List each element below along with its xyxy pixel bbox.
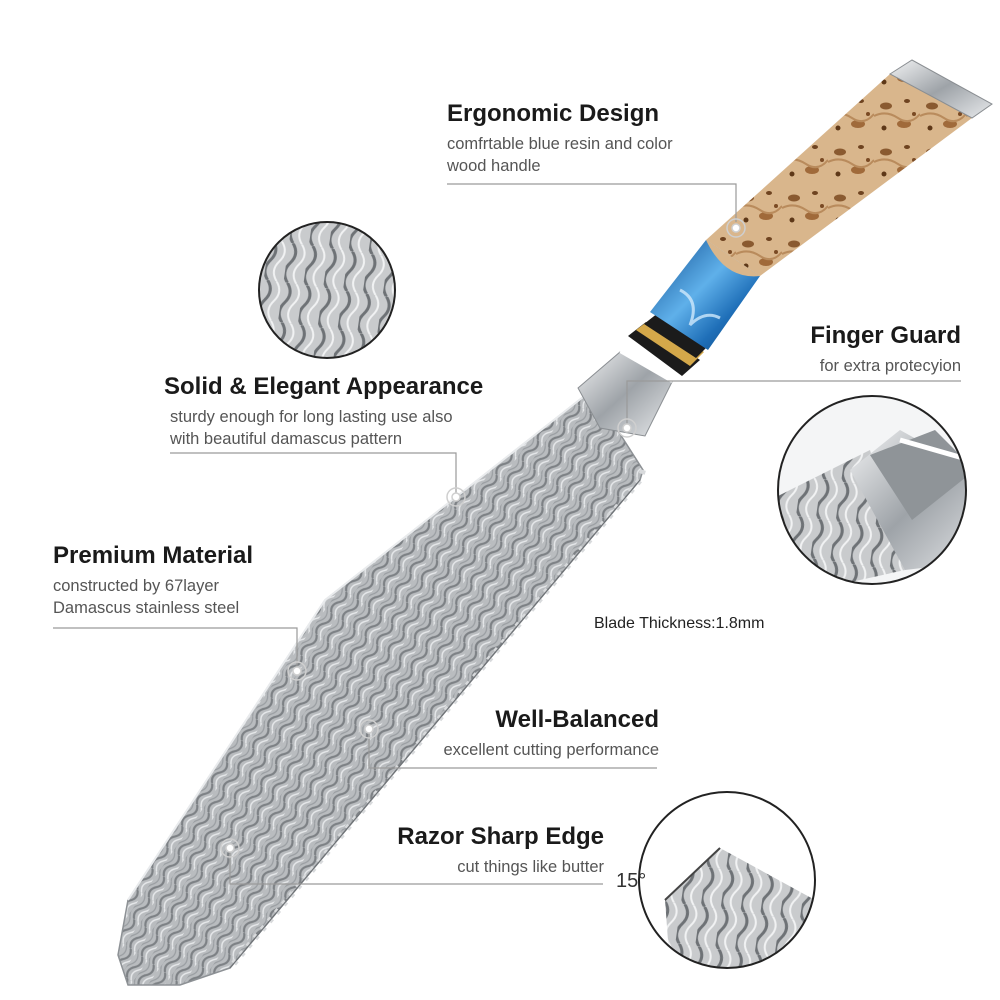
feature-description: excellent cutting performance (443, 739, 659, 761)
feature-well-balanced: Well-Balanced excellent cutting performa… (443, 706, 659, 761)
edge-zoom-circle (638, 791, 816, 969)
feature-description-line: cut things like butter (457, 857, 604, 876)
feature-description-line: sturdy enough for long lasting use also (170, 407, 453, 426)
feature-description: sturdy enough for long lasting use also … (170, 406, 483, 451)
feature-description-line: with beautiful damascus pattern (170, 430, 403, 449)
feature-description: for extra protecyion (810, 355, 961, 377)
feature-title: Ergonomic Design (447, 100, 660, 127)
feature-description: constructed by 67layer Damascus stainles… (53, 575, 253, 620)
feature-description: comfrtable blue resin and color wood han… (447, 133, 673, 178)
feature-title: Razor Sharp Edge (397, 823, 604, 850)
feature-description-line: comfrtable blue resin and color (447, 134, 673, 153)
feature-title: Premium Material (53, 542, 254, 569)
edge-angle-label: 15° (616, 870, 647, 892)
feature-title: Well-Balanced (495, 706, 659, 733)
damascus-pattern-zoom-circle (258, 221, 396, 359)
feature-ergonomic-design: Ergonomic Design comfrtable blue resin a… (447, 100, 673, 177)
knife-handle (650, 59, 993, 350)
feature-premium-material: Premium Material constructed by 67layer … (53, 542, 253, 619)
feature-description-line: constructed by 67layer (53, 576, 220, 595)
feature-solid-elegant-appearance: Solid & Elegant Appearance sturdy enough… (164, 373, 483, 450)
feature-description-line: wood handle (447, 157, 541, 176)
feature-description-line: for extra protecyion (819, 356, 961, 375)
feature-finger-guard: Finger Guard for extra protecyion (810, 322, 961, 377)
knife-blade (117, 388, 646, 986)
knife-bolster (577, 351, 673, 437)
feature-title: Finger Guard (810, 322, 961, 349)
knife-spacer-ring (628, 313, 708, 376)
feature-title: Solid & Elegant Appearance (164, 373, 484, 400)
blade-thickness-label: Blade Thickness:1.8mm (594, 615, 765, 632)
target-markers (220, 218, 746, 858)
finger-guard-zoom-circle (777, 395, 967, 585)
feature-description-line: Damascus stainless steel (53, 599, 240, 618)
leader-lines (53, 183, 961, 885)
feature-razor-sharp-edge: Razor Sharp Edge cut things like butter (397, 823, 604, 878)
feature-description-line: excellent cutting performance (443, 740, 659, 759)
feature-description: cut things like butter (397, 856, 604, 878)
